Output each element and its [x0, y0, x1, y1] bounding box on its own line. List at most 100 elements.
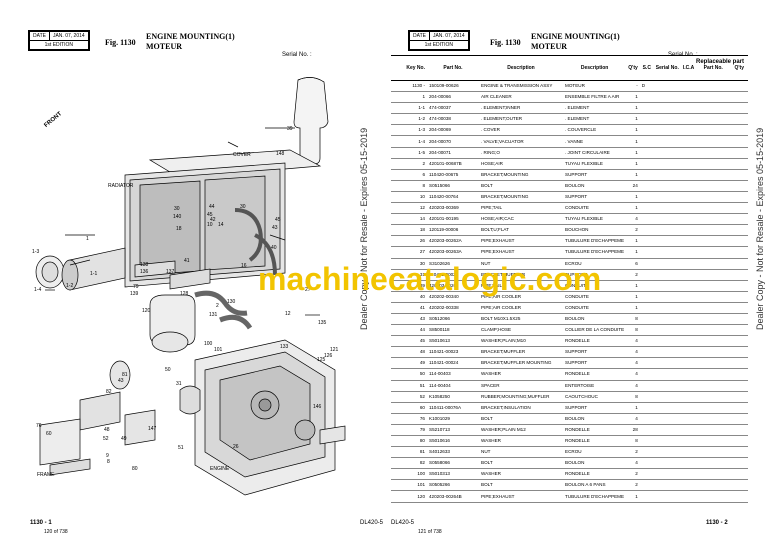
cell-replace-qty [730, 335, 749, 348]
cell-serial-no [653, 357, 681, 370]
cell-qty: 1 [626, 124, 640, 137]
label-43: 43 [272, 225, 278, 231]
date-value: JAN. 07, 2014 [428, 31, 469, 41]
cell-qty: 1 [626, 191, 640, 204]
cell-part-no: S0558066 [427, 457, 479, 470]
label-31: 31 [176, 381, 182, 387]
cell-sc [639, 391, 654, 403]
cell-serial-no [653, 80, 681, 93]
cell-qty: 2 [626, 446, 640, 459]
cell-serial-no [653, 235, 681, 248]
cell-serial-no [653, 413, 681, 425]
edition: 1st EDITION [29, 40, 89, 50]
cell-description-fr: SUPPORT [563, 191, 627, 204]
cell-sc [639, 346, 654, 359]
cell-ica [680, 424, 697, 437]
col-sc: S.C [639, 55, 654, 81]
cell-description-en: NUT [479, 446, 563, 459]
label-16: 16 [241, 263, 247, 269]
cell-ica [680, 135, 697, 148]
cell-sc [639, 335, 654, 348]
cell-key-no: 8 [391, 180, 427, 192]
cell-description-fr: RONDELLE [563, 468, 627, 481]
cell-description-fr: TUYAU FLEXIBLE [563, 158, 627, 170]
cell-sc [639, 380, 654, 392]
cell-part-no: 114-00404 [427, 380, 479, 392]
cell-serial-no [653, 457, 681, 470]
watermark: machinecatalogic.com [258, 261, 602, 297]
cell-description-fr: ENTERTOISE [563, 380, 627, 392]
cell-part-no: 110420-00764 [427, 191, 479, 204]
cell-qty: 8 [626, 324, 640, 337]
cell-description-fr: TUBULURE D'ECHAPPEME [563, 235, 627, 248]
cell-description-fr: CONDUITE [563, 280, 627, 292]
cell-part-no: 420202-00338 [427, 302, 479, 314]
cell-replace-qty [730, 380, 749, 392]
cell-replace-part-no [696, 457, 731, 470]
cell-key-no: 31 [391, 269, 427, 281]
cell-sc [639, 291, 654, 303]
cell-replace-part-no [696, 269, 731, 281]
label-76: 76 [36, 423, 42, 429]
cell-part-no: S0512066 [427, 313, 479, 326]
cell-ica [680, 457, 697, 470]
cell-ica [680, 113, 697, 126]
col-description-fr: Description [563, 55, 627, 81]
cell-description-en: CLAMP;HOSE [479, 324, 563, 337]
parts-table: Key No. Part No. Description Description… [391, 55, 749, 503]
cell-key-no: 26 [391, 235, 427, 248]
cell-qty: 8 [626, 313, 640, 326]
cell-description-en: PIPE;EXHAUST [479, 490, 563, 503]
cell-serial-no [653, 147, 681, 159]
cell-description-fr: SUPPORT [563, 269, 627, 281]
cell-replace-qty [730, 346, 749, 359]
cell-sc [639, 313, 654, 326]
cell-qty: 2 [626, 479, 640, 492]
cell-key-no: 12 [391, 202, 427, 215]
cell-key-no: 41 [391, 302, 427, 314]
cell-description-en: PIPE;TAIL [479, 280, 563, 292]
date-label: DATE [29, 31, 50, 41]
cell-replace-qty [730, 246, 749, 259]
cell-replace-part-no [696, 380, 731, 392]
label-49: 49 [121, 436, 127, 442]
label-12: 12 [285, 311, 291, 317]
cell-qty: - [626, 80, 640, 93]
cell-ica [680, 380, 697, 392]
cell-sc: D [639, 80, 654, 93]
cell-description-en: . COVER [479, 124, 563, 137]
cell-key-no: 82 [391, 457, 427, 470]
cell-ica [680, 413, 697, 425]
cell-serial-no [653, 158, 681, 170]
label-26: 26 [233, 444, 239, 450]
cell-replace-part-no [696, 224, 731, 237]
cell-part-no: K1058250 [427, 391, 479, 403]
cell-serial-no [653, 202, 681, 215]
cell-description-en: BOLT M10X1.5X25 [479, 313, 563, 326]
cell-qty: 1 [626, 235, 640, 248]
label-139: 139 [130, 291, 139, 297]
right-dealer-note: Dealer Copy - Not for Resale - Expires 0… [755, 127, 765, 330]
cell-qty: 8 [626, 391, 640, 403]
label-39: 39 [287, 126, 293, 132]
cell-replace-qty [730, 424, 749, 437]
cell-ica [680, 269, 697, 281]
label-125: 125 [317, 357, 326, 363]
cell-replace-part-no [696, 291, 731, 303]
cell-serial-no [653, 324, 681, 337]
cell-part-no: 474-00037 [427, 102, 479, 115]
cell-serial-no [653, 446, 681, 459]
col-description-en: Description [479, 55, 563, 81]
cell-qty: 4 [626, 346, 640, 359]
cell-description-fr: BOULON [563, 180, 627, 192]
cell-part-no: S4012633 [427, 446, 479, 459]
cell-key-no: 101 [391, 479, 427, 492]
